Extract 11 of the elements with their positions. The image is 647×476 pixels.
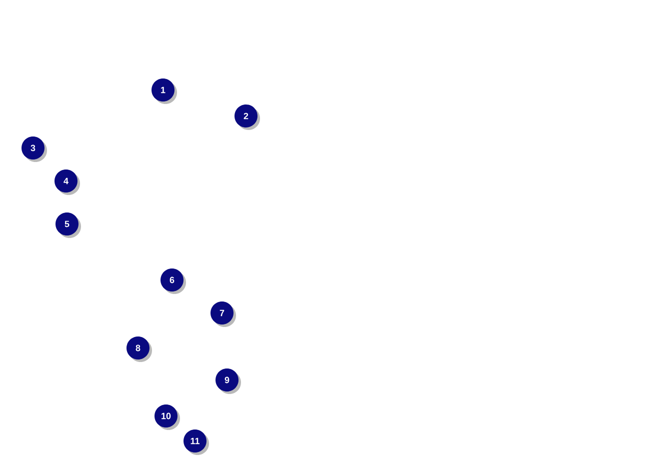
callout-number: 5 [56, 212, 81, 238]
callout-number: 9 [216, 368, 241, 394]
callout-number: 6 [160, 268, 186, 294]
callout-number: 11 [184, 430, 209, 455]
callout-number: 1 [152, 78, 177, 104]
callout-number: 8 [126, 336, 152, 362]
callout-number: 4 [54, 170, 80, 195]
callout-number: 7 [210, 302, 236, 327]
callout-number: 10 [154, 404, 180, 430]
callout-number: 3 [22, 136, 47, 162]
callout-number: 2 [234, 104, 260, 130]
